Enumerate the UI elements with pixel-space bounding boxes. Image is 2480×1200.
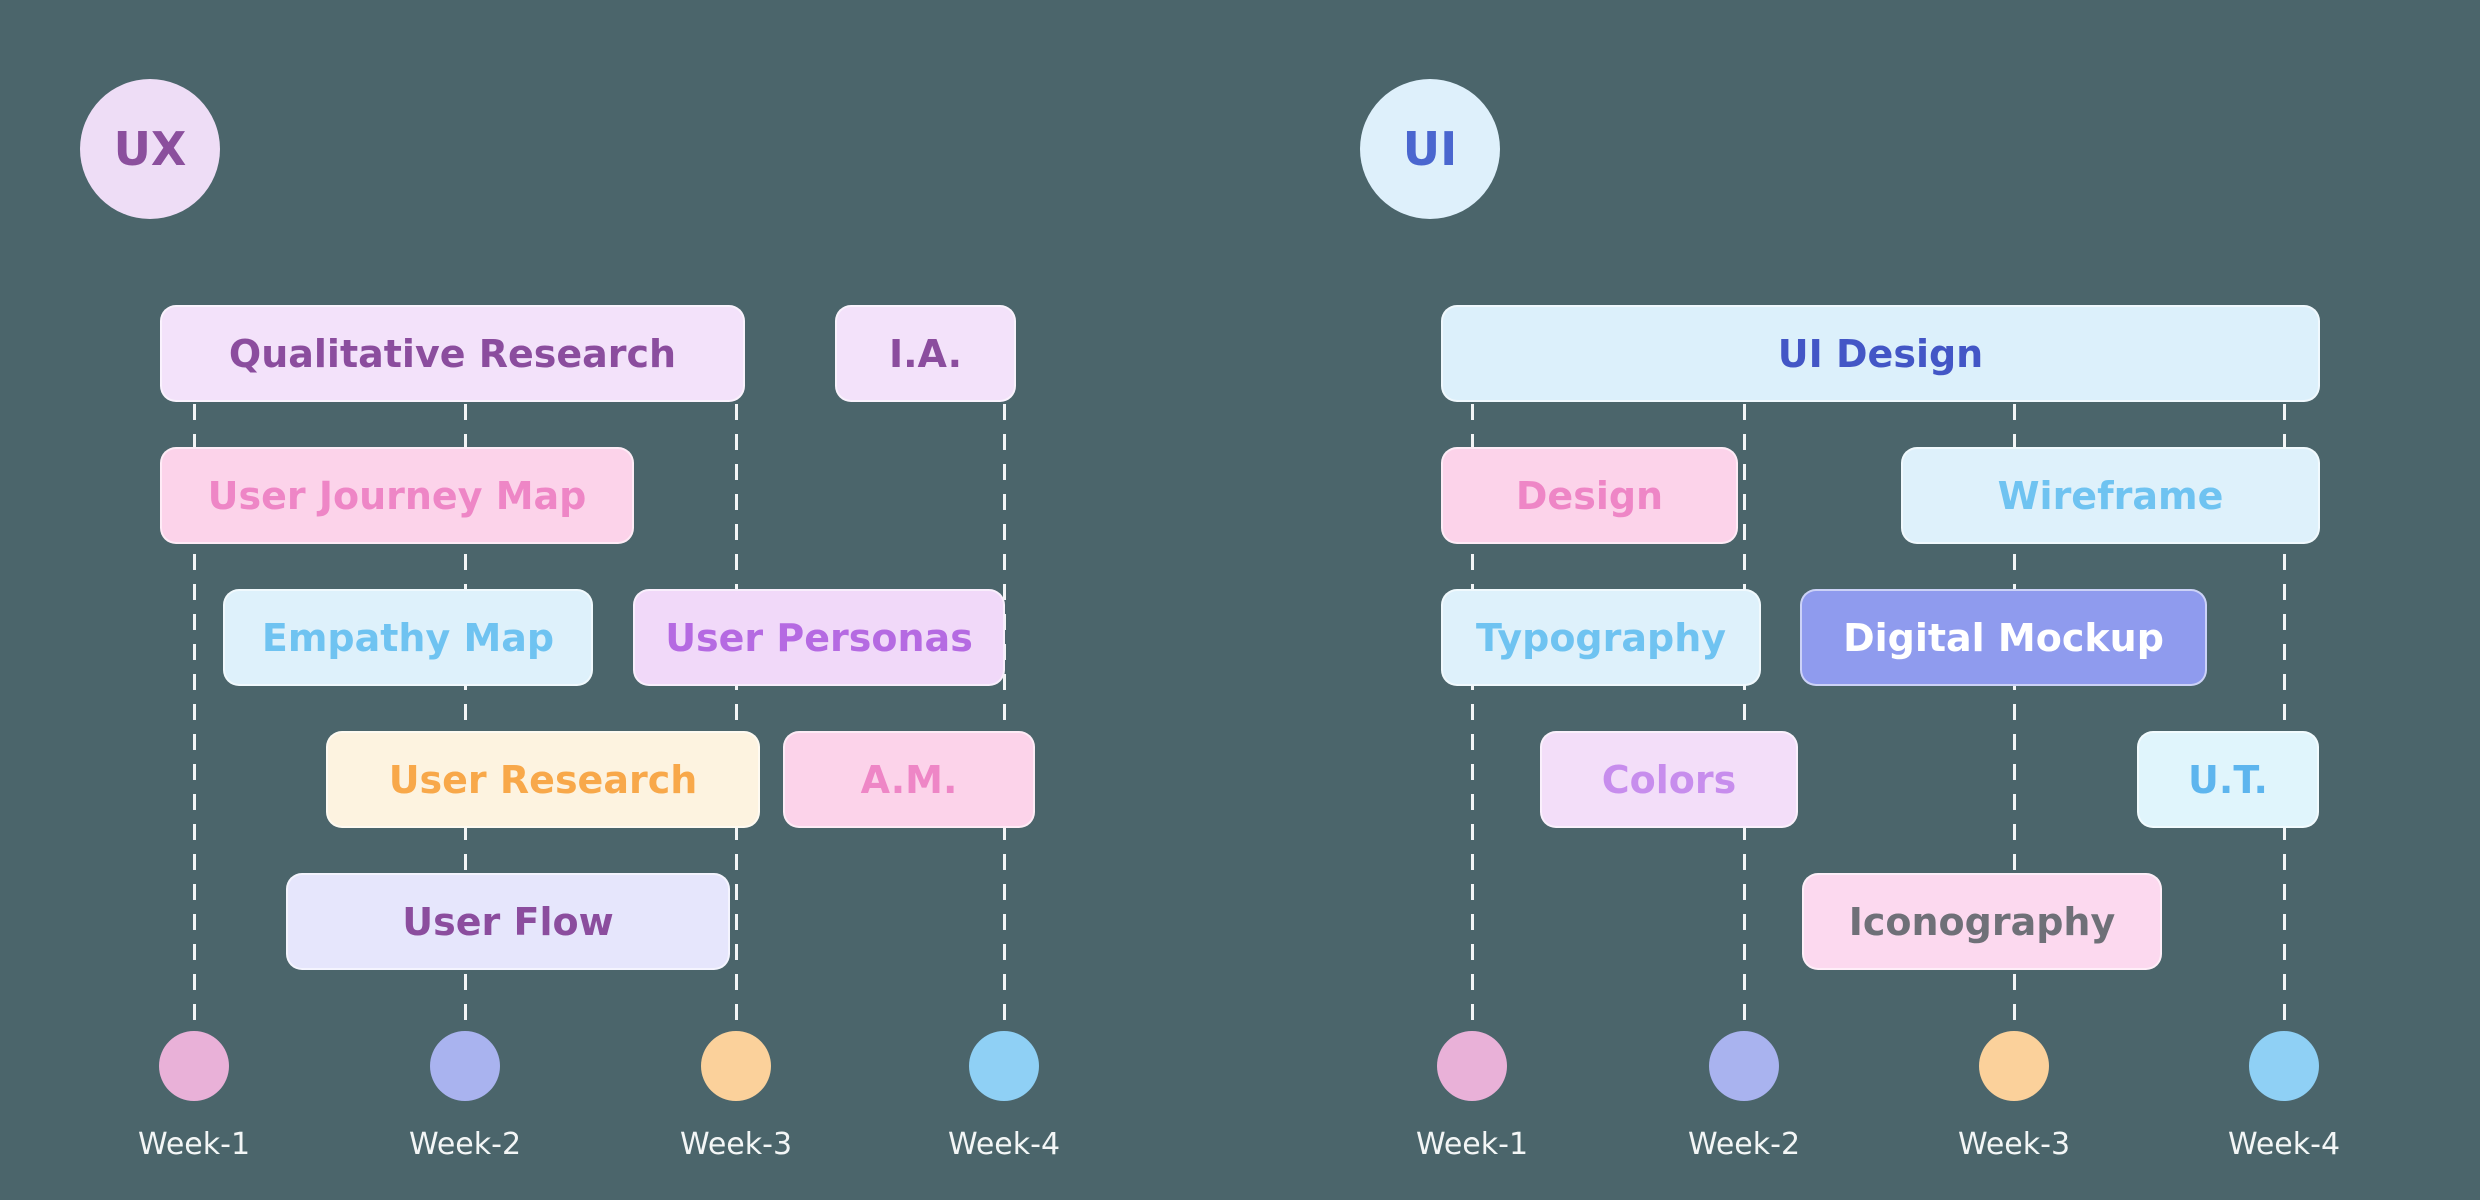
ui-week-3-dot xyxy=(1979,1031,2049,1101)
ux-week-3-dot xyxy=(701,1031,771,1101)
ui-week-4-label: Week-4 xyxy=(2227,1127,2341,1162)
ui-week-1-dot xyxy=(1437,1031,1507,1101)
ux-week-4-dot xyxy=(969,1031,1039,1101)
ux-week-4-label: Week-4 xyxy=(947,1127,1061,1162)
ui-week-4-dot xyxy=(2249,1031,2319,1101)
ux-week-1-label: Week-1 xyxy=(137,1127,251,1162)
ui-week-1-label: Week-1 xyxy=(1415,1127,1529,1162)
ux-week-2-label: Week-2 xyxy=(408,1127,522,1162)
task-box-wireframe: Wireframe xyxy=(1901,447,2320,544)
task-box-empathy-map: Empathy Map xyxy=(223,589,593,686)
ui-week-2-dashed-line xyxy=(1742,404,1746,1031)
ux-week-1-dashed-line xyxy=(192,404,196,1031)
ui-section-badge: UI xyxy=(1360,79,1500,219)
task-box-qualitative-research: Qualitative Research xyxy=(160,305,745,402)
ui-week-4-dashed-line xyxy=(2282,404,2286,1031)
task-box-u-t: U.T. xyxy=(2137,731,2319,828)
ux-week-3-label: Week-3 xyxy=(679,1127,793,1162)
task-box-user-flow: User Flow xyxy=(286,873,730,970)
task-box-ui-design: UI Design xyxy=(1441,305,2320,402)
ux-week-2-dot xyxy=(430,1031,500,1101)
ui-week-3-dashed-line xyxy=(2012,404,2016,1031)
task-box-design: Design xyxy=(1441,447,1738,544)
ui-week-1-dashed-line xyxy=(1470,404,1474,1031)
task-box-i-a: I.A. xyxy=(835,305,1016,402)
ux-section-badge: UX xyxy=(80,79,220,219)
task-box-typography: Typography xyxy=(1441,589,1761,686)
ux-week-2-dashed-line xyxy=(463,404,467,1031)
ui-week-2-label: Week-2 xyxy=(1687,1127,1801,1162)
ui-week-2-dot xyxy=(1709,1031,1779,1101)
task-box-iconography: Iconography xyxy=(1802,873,2162,970)
ux-week-3-dashed-line xyxy=(734,404,738,1031)
task-box-digital-mockup: Digital Mockup xyxy=(1800,589,2207,686)
ux-week-1-dot xyxy=(159,1031,229,1101)
ux-week-4-dashed-line xyxy=(1002,404,1006,1031)
ui-week-3-label: Week-3 xyxy=(1957,1127,2071,1162)
task-box-user-personas: User Personas xyxy=(633,589,1005,686)
task-box-user-research: User Research xyxy=(326,731,760,828)
task-box-user-journey-map: User Journey Map xyxy=(160,447,634,544)
task-box-a-m: A.M. xyxy=(783,731,1035,828)
task-box-colors: Colors xyxy=(1540,731,1798,828)
